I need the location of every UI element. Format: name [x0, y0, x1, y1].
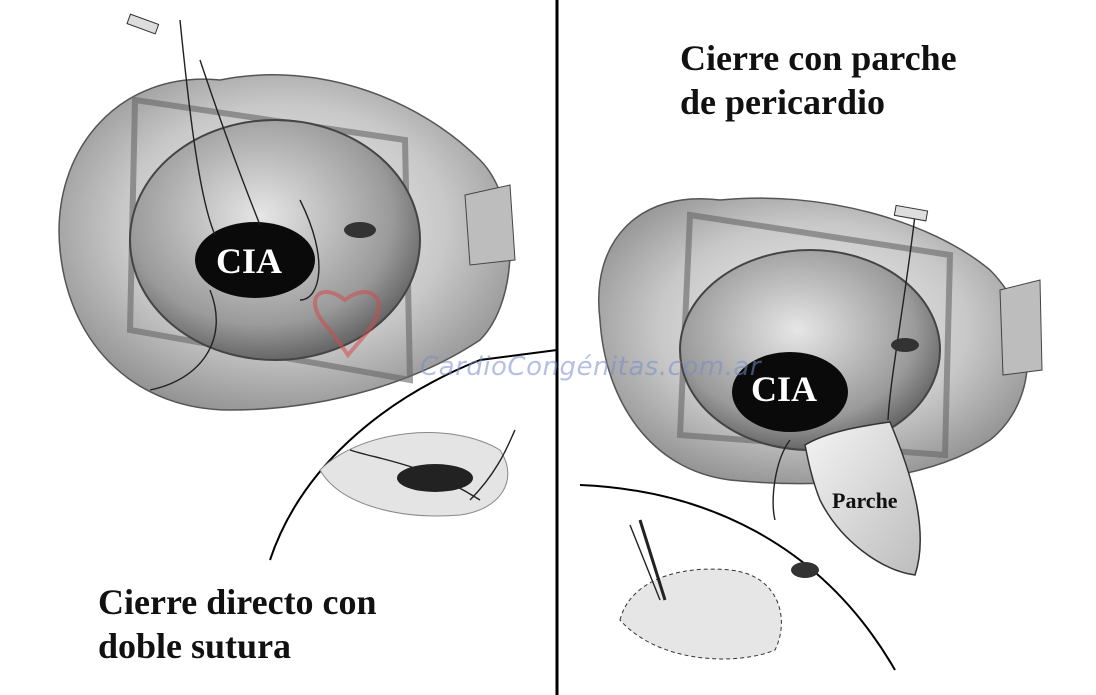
left-inset-suture [349, 449, 481, 501]
left-caption-line2: doble sutura [98, 626, 292, 666]
left-tube [464, 184, 516, 266]
left-suture-thread [199, 59, 261, 226]
right-patch [804, 421, 921, 576]
right-suture-thread [887, 214, 916, 421]
right-inset-tissue [619, 568, 782, 660]
left-suture-thread [299, 199, 320, 301]
left-suture-thread [179, 19, 216, 236]
right-coronary-sinus [891, 338, 919, 352]
right-inset-arc [579, 484, 896, 671]
right-tube [999, 279, 1043, 376]
left-caption: Cierre directo con doble sutura [98, 580, 458, 668]
watermark-text: CardioCongénitas.com.ar [420, 352, 762, 382]
left-suture-thread [149, 289, 217, 391]
left-inset-closed-defect [397, 464, 473, 492]
right-caption-line1: Cierre con parche [680, 38, 957, 78]
right-cia-label: CIA [751, 369, 818, 409]
left-coronary-sinus [344, 222, 376, 238]
left-panel-drawing [58, 13, 558, 561]
left-cia-label: CIA [216, 241, 283, 281]
right-inset-coronary-sinus [791, 562, 819, 578]
right-panel-drawing [579, 197, 1043, 671]
left-cia-defect [195, 222, 315, 298]
right-caption-line2: de pericardio [680, 82, 885, 122]
watermark-heart-icon [312, 289, 381, 359]
right-inset-suture [629, 524, 661, 601]
right-caption: Cierre con parche de pericardio [680, 36, 1060, 124]
patch-label: Parche [832, 488, 898, 513]
right-inset-suture [638, 519, 667, 601]
right-cia-defect [732, 352, 848, 432]
left-inset-suture [469, 429, 516, 501]
left-inset-arc [269, 349, 558, 561]
right-needle-holder [893, 204, 929, 222]
right-suture-thread [772, 439, 791, 521]
left-needle-holder [126, 13, 160, 35]
left-caption-line1: Cierre directo con [98, 582, 377, 622]
